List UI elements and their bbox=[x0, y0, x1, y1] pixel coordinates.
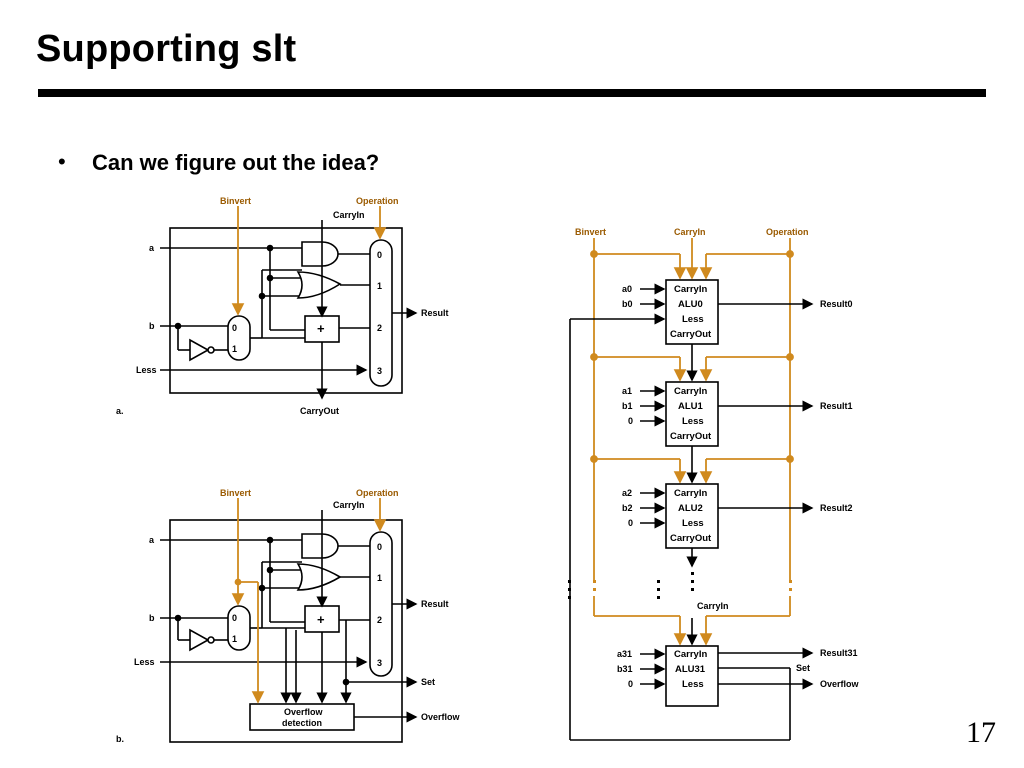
diagram-b-bmux-in0: 0 bbox=[232, 613, 237, 623]
diagram-b-control bbox=[231, 498, 387, 704]
alu31-set: Set bbox=[796, 663, 810, 673]
diagram-a-input-less: Less bbox=[136, 365, 157, 375]
diagram-a-opmux-2: 2 bbox=[377, 323, 382, 333]
diagram-b-caption: b. bbox=[116, 734, 124, 744]
diagram-a-opmux-0: 0 bbox=[377, 250, 382, 260]
alu0-carryin: CarryIn bbox=[674, 284, 707, 295]
alu2-carryin: CarryIn bbox=[674, 488, 707, 499]
alu32-control-lines bbox=[590, 238, 794, 646]
alu32-ellipsis-orange bbox=[593, 580, 792, 591]
alu1-carryin: CarryIn bbox=[674, 386, 707, 397]
diagram-a-operation-label: Operation bbox=[356, 196, 399, 206]
alu1-name: ALU1 bbox=[678, 401, 704, 412]
alu0-name: ALU0 bbox=[678, 299, 703, 310]
alu32-ellipsis bbox=[568, 572, 694, 599]
alu32-binvert-label: Binvert bbox=[575, 227, 606, 237]
diagram-b-input-less: Less bbox=[134, 657, 155, 667]
diagram-a-control bbox=[231, 206, 387, 316]
diagram-b-result-label: Result bbox=[421, 599, 449, 609]
alu-box-2 bbox=[665, 483, 719, 549]
diagram-a-input-b: b bbox=[149, 321, 155, 331]
diagram-b-input-a: a bbox=[149, 535, 155, 545]
diagram-a-bmux-in0: 0 bbox=[232, 323, 237, 333]
diagram-b-operation-label: Operation bbox=[356, 488, 399, 498]
alu-box-1 bbox=[665, 381, 719, 447]
alu2-input-less: 0 bbox=[628, 518, 633, 528]
alu1-less: Less bbox=[682, 416, 704, 427]
page-number: 17 bbox=[966, 716, 996, 749]
alu32-operation-label: Operation bbox=[766, 227, 809, 237]
diagram-a-opmux-3: 3 bbox=[377, 366, 382, 376]
diagram-a-adder: + bbox=[317, 321, 325, 336]
diagram-b-carryin-label: CarryIn bbox=[333, 500, 365, 510]
alu0-result: Result0 bbox=[820, 299, 853, 309]
diagram-b-labels: Binvert Operation CarryIn a b Less Resul… bbox=[116, 488, 461, 744]
diagram-b-binvert-label: Binvert bbox=[220, 488, 251, 498]
diagram-a-caption: a. bbox=[116, 406, 124, 416]
diagram-a-binvert-label: Binvert bbox=[220, 196, 251, 206]
alu1-input-b: b1 bbox=[622, 401, 633, 411]
diagram-b-adder: + bbox=[317, 612, 325, 627]
diagram-a-carryin-label: CarryIn bbox=[333, 210, 365, 220]
diagram-b-opmux-2: 2 bbox=[377, 615, 382, 625]
title-rule bbox=[38, 89, 986, 97]
diagram-b-opmux-1: 1 bbox=[377, 573, 382, 583]
diagram-b-frame bbox=[169, 519, 403, 743]
diagram-a-labels: Binvert Operation CarryIn a b Less Resul… bbox=[116, 196, 449, 416]
alu2-input-a: a2 bbox=[622, 488, 632, 498]
alu31-input-b: b31 bbox=[617, 664, 633, 674]
diagram-b-bmux-in1: 1 bbox=[232, 634, 237, 644]
diagram-a bbox=[160, 220, 418, 400]
alu32-carryin-mid-label: CarryIn bbox=[697, 601, 729, 611]
bullet-dot: • bbox=[58, 149, 66, 174]
alu-box-0 bbox=[665, 279, 719, 345]
diagram-b-opmux-3: 3 bbox=[377, 658, 382, 668]
alu2-carryout: CarryOut bbox=[670, 533, 712, 544]
alu31-input-a: a31 bbox=[617, 649, 632, 659]
alu2-name: ALU2 bbox=[678, 503, 703, 514]
alu1-carryout: CarryOut bbox=[670, 431, 712, 442]
alu31-result: Result31 bbox=[820, 648, 858, 658]
alu1-result: Result1 bbox=[820, 401, 853, 411]
bullet-text: Can we figure out the idea? bbox=[92, 150, 380, 175]
alu1-input-a: a1 bbox=[622, 386, 632, 396]
diagram-b-overflow-label: Overflow bbox=[421, 712, 461, 722]
diagram-a-bmux-in1: 1 bbox=[232, 344, 237, 354]
slide-title: Supporting slt bbox=[36, 28, 297, 70]
alu32-wires bbox=[569, 279, 814, 741]
alu0-carryout: CarryOut bbox=[670, 329, 712, 340]
alu2-input-b: b2 bbox=[622, 503, 633, 513]
diagram-b-overflow-box-line2: detection bbox=[282, 718, 322, 728]
diagram-b-set-label: Set bbox=[421, 677, 435, 687]
diagram-b-overflow-box-line1: Overflow bbox=[284, 707, 324, 717]
diagram-a-input-a: a bbox=[149, 243, 155, 253]
diagram-a-frame bbox=[169, 227, 403, 394]
alu31-less: Less bbox=[682, 679, 704, 690]
alu-box-31 bbox=[665, 645, 719, 707]
alu31-name: ALU31 bbox=[675, 664, 706, 675]
diagram-b-opmux-0: 0 bbox=[377, 542, 382, 552]
diagram-a-carryout-label: CarryOut bbox=[300, 406, 339, 416]
alu0-input-b: b0 bbox=[622, 299, 633, 309]
diagram-a-result-label: Result bbox=[421, 308, 449, 318]
diagram-a-opmux-1: 1 bbox=[377, 281, 382, 291]
alu2-less: Less bbox=[682, 518, 704, 529]
alu31-input-less: 0 bbox=[628, 679, 633, 689]
alu31-carryin: CarryIn bbox=[674, 649, 707, 660]
alu31-overflow: Overflow bbox=[820, 679, 860, 689]
alu32-carryin-label: CarryIn bbox=[674, 227, 706, 237]
alu1-input-less: 0 bbox=[628, 416, 633, 426]
alu0-input-a: a0 bbox=[622, 284, 632, 294]
diagram-b-input-b: b bbox=[149, 613, 155, 623]
diagram-b bbox=[160, 510, 418, 743]
alu0-less: Less bbox=[682, 314, 704, 325]
alu2-result: Result2 bbox=[820, 503, 853, 513]
alu32-labels: Binvert CarryIn Operation CarryIn a0 b0 … bbox=[575, 227, 860, 690]
